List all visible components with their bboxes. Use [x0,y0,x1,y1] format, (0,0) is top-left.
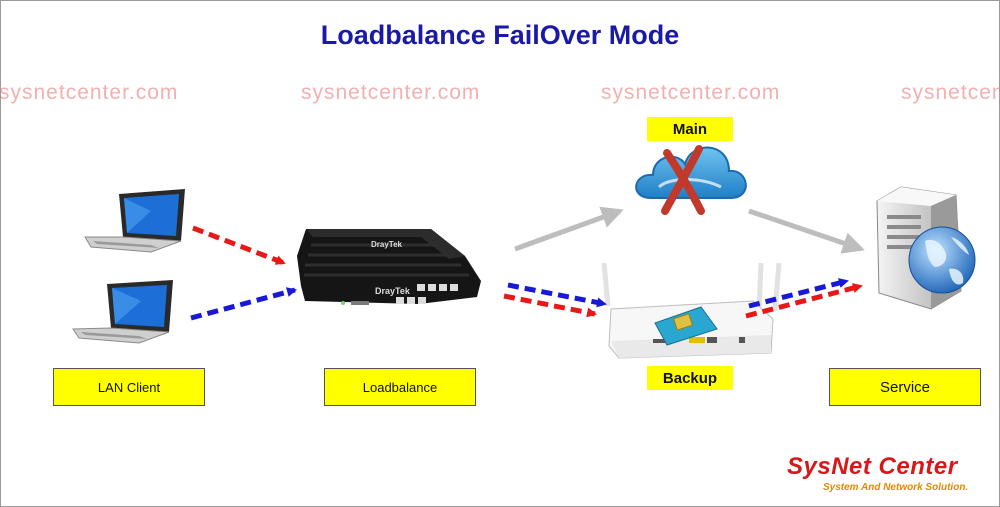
watermark-text: sysnetcenter.com [0,81,179,104]
link-arrow-gray [748,208,865,254]
watermark-text: sysnetcenter.com [901,81,999,104]
main-link-label: Main [647,117,733,141]
router-brand-logo: DrayTek [371,240,403,249]
router-brand-logo: DrayTek [375,286,411,296]
traffic-arrow-red [745,283,863,319]
router-icon: DrayTek DrayTek [297,229,481,305]
cloud-icon [635,146,747,199]
backup-link-label: Backup [647,366,733,390]
brand-logo: SysNet Center [787,453,958,480]
link-arrow-gray [514,206,624,252]
globe-icon [908,226,976,294]
watermark-text: sysnetcenter.com [601,81,781,104]
fail-x-icon [661,145,705,215]
traffic-arrow-blue [190,287,297,321]
laptop-icon [72,280,173,344]
sim-card-icon [654,306,718,346]
service-label: Service [829,368,981,406]
lan-client-label: LAN Client [53,368,205,406]
loadbalance-label: Loadbalance [324,368,476,406]
traffic-arrow-red [503,293,597,318]
brand-tagline: System And Network Solution. [823,482,969,493]
diagram-title: Loadbalance FailOver Mode [320,20,680,50]
watermark-text: sysnetcenter.com [301,81,481,104]
traffic-arrow-red [192,225,286,266]
laptop-icon [84,189,185,253]
